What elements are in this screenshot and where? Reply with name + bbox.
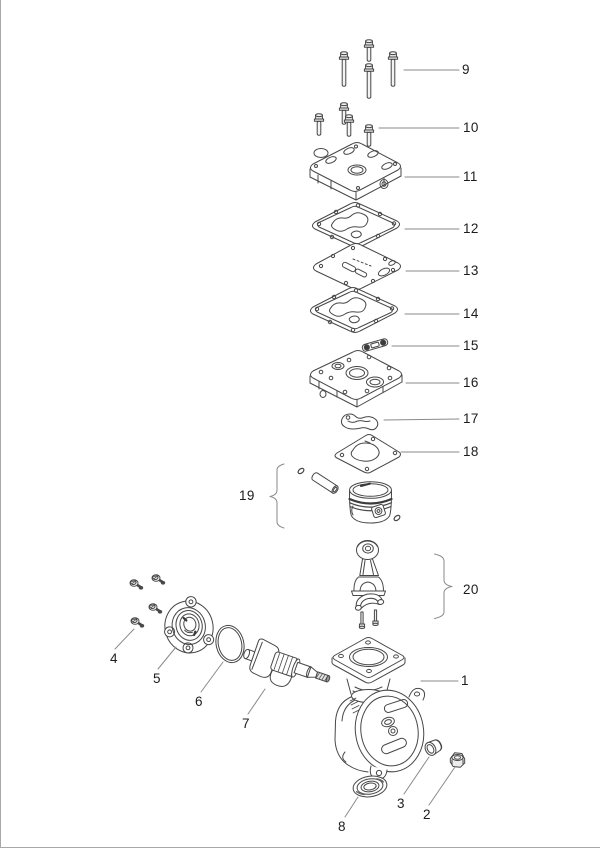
part-cylinder-head-cover <box>309 142 402 201</box>
part-unloader-lever <box>340 413 379 431</box>
callout-12: 12 <box>463 221 479 236</box>
callout-4: 4 <box>110 651 118 666</box>
callout-18: 18 <box>463 444 479 459</box>
part-hex-nut <box>449 752 466 768</box>
callout-9: 9 <box>462 62 470 77</box>
leader-8 <box>344 796 359 818</box>
part-long-head-bolts <box>338 39 399 99</box>
part-short-head-bolts <box>313 102 375 147</box>
piston <box>348 481 393 524</box>
crankcase-top-flange <box>332 637 405 678</box>
part-valve-plate-assembly <box>309 350 403 408</box>
callout-7: 7 <box>242 716 250 731</box>
callout-11: 11 <box>463 169 478 184</box>
part-piston-kit <box>296 466 402 524</box>
leader-6 <box>200 661 224 693</box>
callout-3: 3 <box>397 796 405 811</box>
callout-20: 20 <box>463 582 479 597</box>
callout-19: 19 <box>239 488 255 503</box>
brace-19 <box>269 463 285 529</box>
leader-7 <box>247 688 266 715</box>
callout-2: 2 <box>423 807 431 822</box>
part-cylinder-base-gasket <box>334 434 401 474</box>
part-crankshaft <box>243 638 331 687</box>
part-connecting-rod-kit <box>351 540 386 629</box>
leader-lines <box>114 69 460 818</box>
leader-4 <box>114 628 135 650</box>
rod-bolt <box>358 611 366 629</box>
part-head-gasket-lower <box>310 287 398 333</box>
part-o-ring <box>215 624 245 664</box>
callout-8: 8 <box>338 819 346 834</box>
circlip-icon <box>392 513 402 523</box>
crankcase-face <box>342 687 426 780</box>
part-crankcase-assembly <box>331 637 426 780</box>
part-cooling-plate <box>313 243 401 290</box>
part-cover-screws <box>128 573 166 629</box>
callout-14: 14 <box>463 306 479 321</box>
leader-3 <box>403 756 430 795</box>
wrist-pin <box>311 472 339 494</box>
brace-20 <box>434 553 453 619</box>
callout-5: 5 <box>153 671 161 686</box>
part-spacer-bushing <box>424 739 443 756</box>
connecting-rod <box>351 540 386 596</box>
part-valve-stop <box>361 338 389 352</box>
bearing-cap <box>354 593 385 611</box>
callout-6: 6 <box>195 694 203 709</box>
leader-5 <box>157 646 177 670</box>
part-head-gasket-upper <box>312 202 400 248</box>
callout-1: 1 <box>461 673 469 688</box>
circlip-icon <box>296 466 306 476</box>
callout-13: 13 <box>463 263 479 278</box>
part-seal-washer <box>352 775 388 798</box>
callout-10: 10 <box>463 120 479 135</box>
rod-bolt <box>372 609 379 626</box>
callout-16: 16 <box>463 375 479 390</box>
leader-17 <box>383 418 460 421</box>
leader-2 <box>428 766 456 806</box>
callout-17: 17 <box>463 411 479 426</box>
part-bearing-end-cover <box>164 596 215 654</box>
callout-15: 15 <box>463 338 479 353</box>
